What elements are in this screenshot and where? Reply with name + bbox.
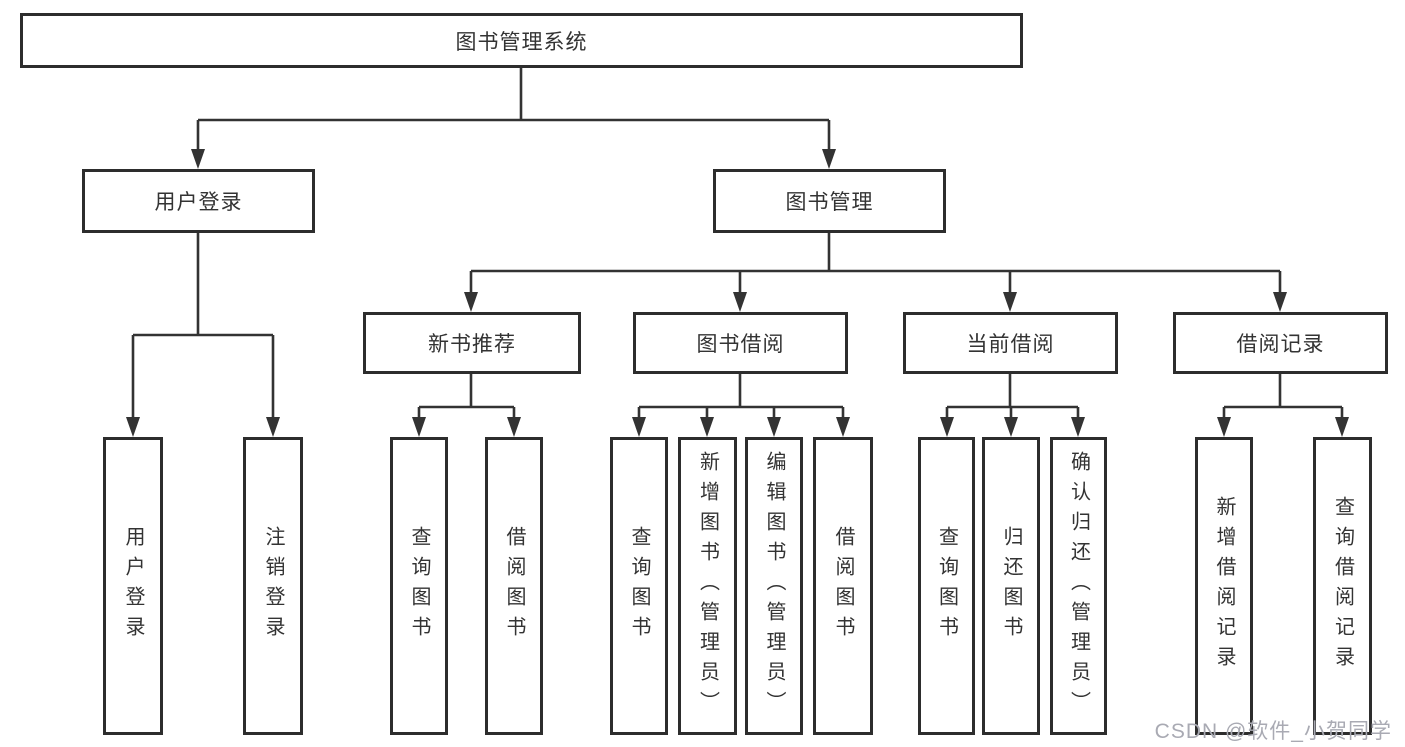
node-current-borrowing: 当前借阅 — [903, 312, 1118, 374]
leaf-return-books: 归还图书 — [982, 437, 1040, 735]
node-book-management: 图书管理 — [713, 169, 946, 233]
edge-borrowing-records-children — [1217, 374, 1349, 437]
node-library-management-system: 图书管理系统 — [20, 13, 1023, 68]
edge-current-borrowing-children — [940, 374, 1085, 437]
leaf-logout: 注销登录 — [243, 437, 303, 735]
leaf-confirm-return-admin: 确认归还（管理员） — [1050, 437, 1107, 735]
leaf-add-borrow-record: 新增借阅记录 — [1195, 437, 1253, 735]
node-book-borrowing: 图书借阅 — [633, 312, 848, 374]
edge-user-login-children — [126, 233, 280, 437]
leaf-borrow-books: 借阅图书 — [813, 437, 873, 735]
leaf-query-books-current: 查询图书 — [918, 437, 975, 735]
edge-new-book-recommendation-children — [412, 374, 521, 437]
leaf-borrow-books-recommend: 借阅图书 — [485, 437, 543, 735]
leaf-query-books-recommend: 查询图书 — [390, 437, 448, 735]
node-new-book-recommendation: 新书推荐 — [363, 312, 581, 374]
edge-book-management-children — [464, 233, 1287, 312]
edge-book-borrowing-children — [632, 374, 850, 437]
leaf-query-borrow-record: 查询借阅记录 — [1313, 437, 1372, 735]
node-borrowing-records: 借阅记录 — [1173, 312, 1388, 374]
edge-root-to-level2 — [191, 68, 836, 169]
leaf-user-login: 用户登录 — [103, 437, 163, 735]
node-user-login: 用户登录 — [82, 169, 315, 233]
leaf-edit-book-admin: 编辑图书（管理员） — [745, 437, 803, 735]
leaf-query-books-borrowing: 查询图书 — [610, 437, 668, 735]
csdn-watermark: CSDN @软件_小贺同学 — [1154, 720, 1392, 743]
leaf-add-book-admin: 新增图书（管理员） — [678, 437, 737, 735]
